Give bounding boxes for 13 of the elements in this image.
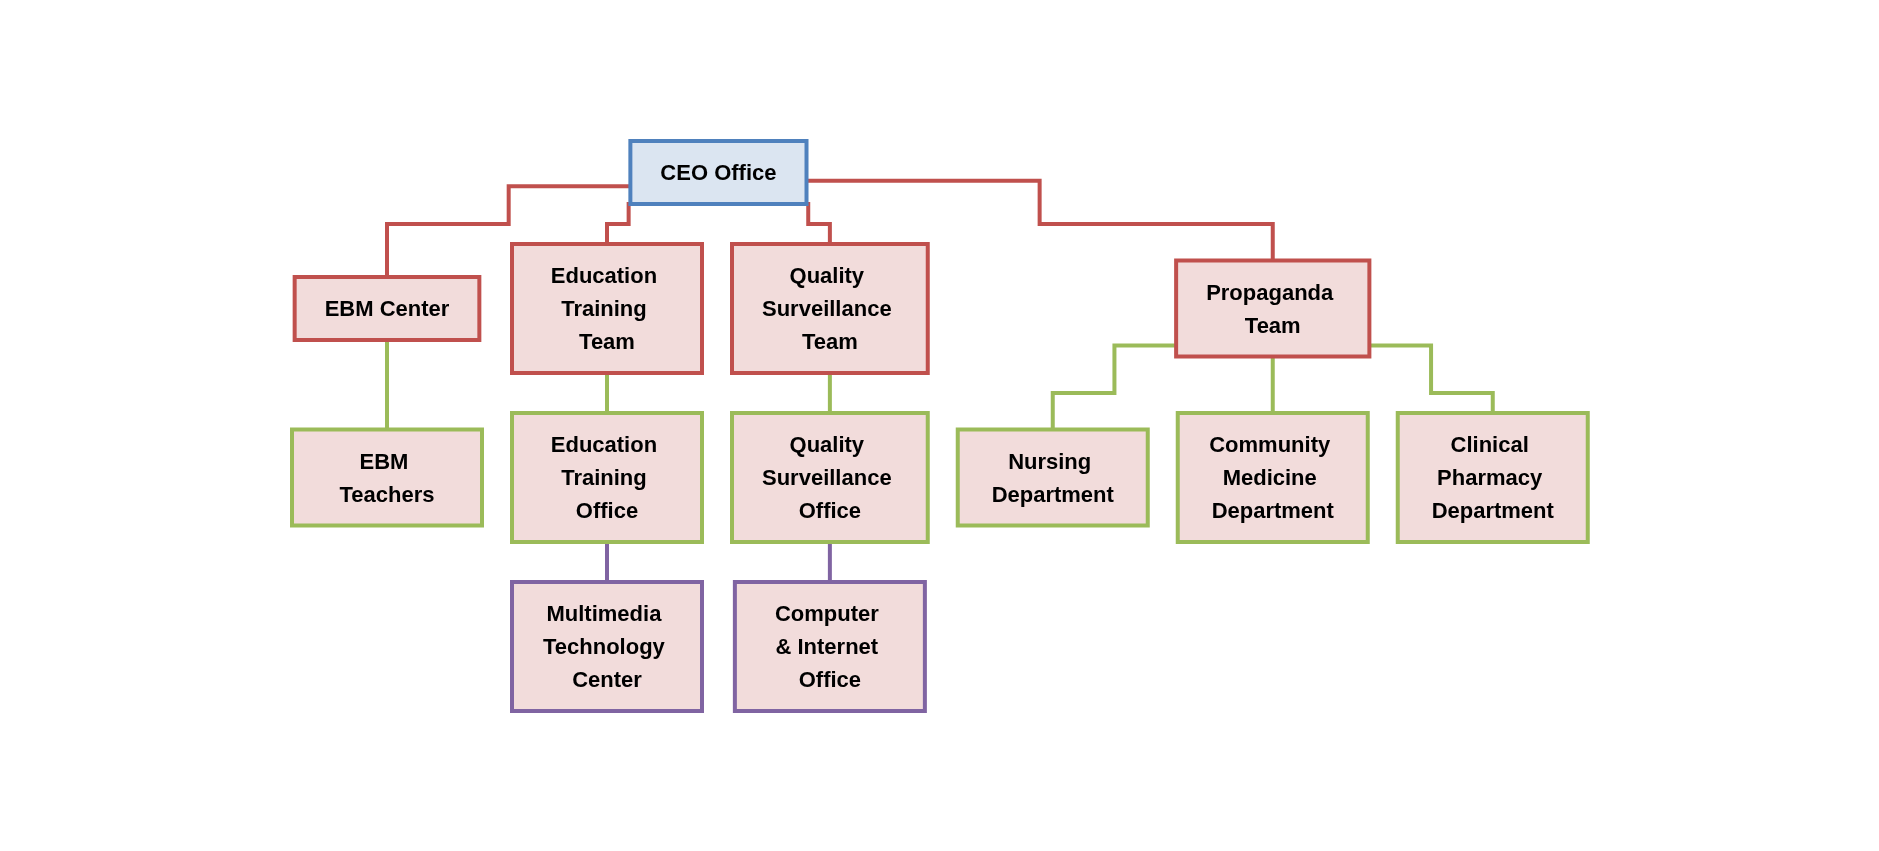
node-box: EBM Center	[292, 274, 481, 342]
node-box: Quality Surveillance Team	[729, 241, 930, 375]
node-box: Computer & Internet Office	[732, 579, 927, 713]
node-box: Multimedia Technology Center	[509, 579, 704, 713]
node-box: Nursing Department	[955, 427, 1150, 527]
node-box: Quality Surveillance Office	[729, 410, 930, 544]
node-box: Education Training Office	[509, 410, 704, 544]
node-box: Propaganda Team	[1173, 258, 1371, 358]
node-box: Community Medicine Department	[1175, 410, 1370, 544]
node-box: CEO Office	[628, 138, 809, 206]
node-box: Clinical Pharmacy Department	[1395, 410, 1590, 544]
node-box: Education Training Team	[509, 241, 704, 375]
node-box: EBM Teachers	[289, 427, 484, 527]
